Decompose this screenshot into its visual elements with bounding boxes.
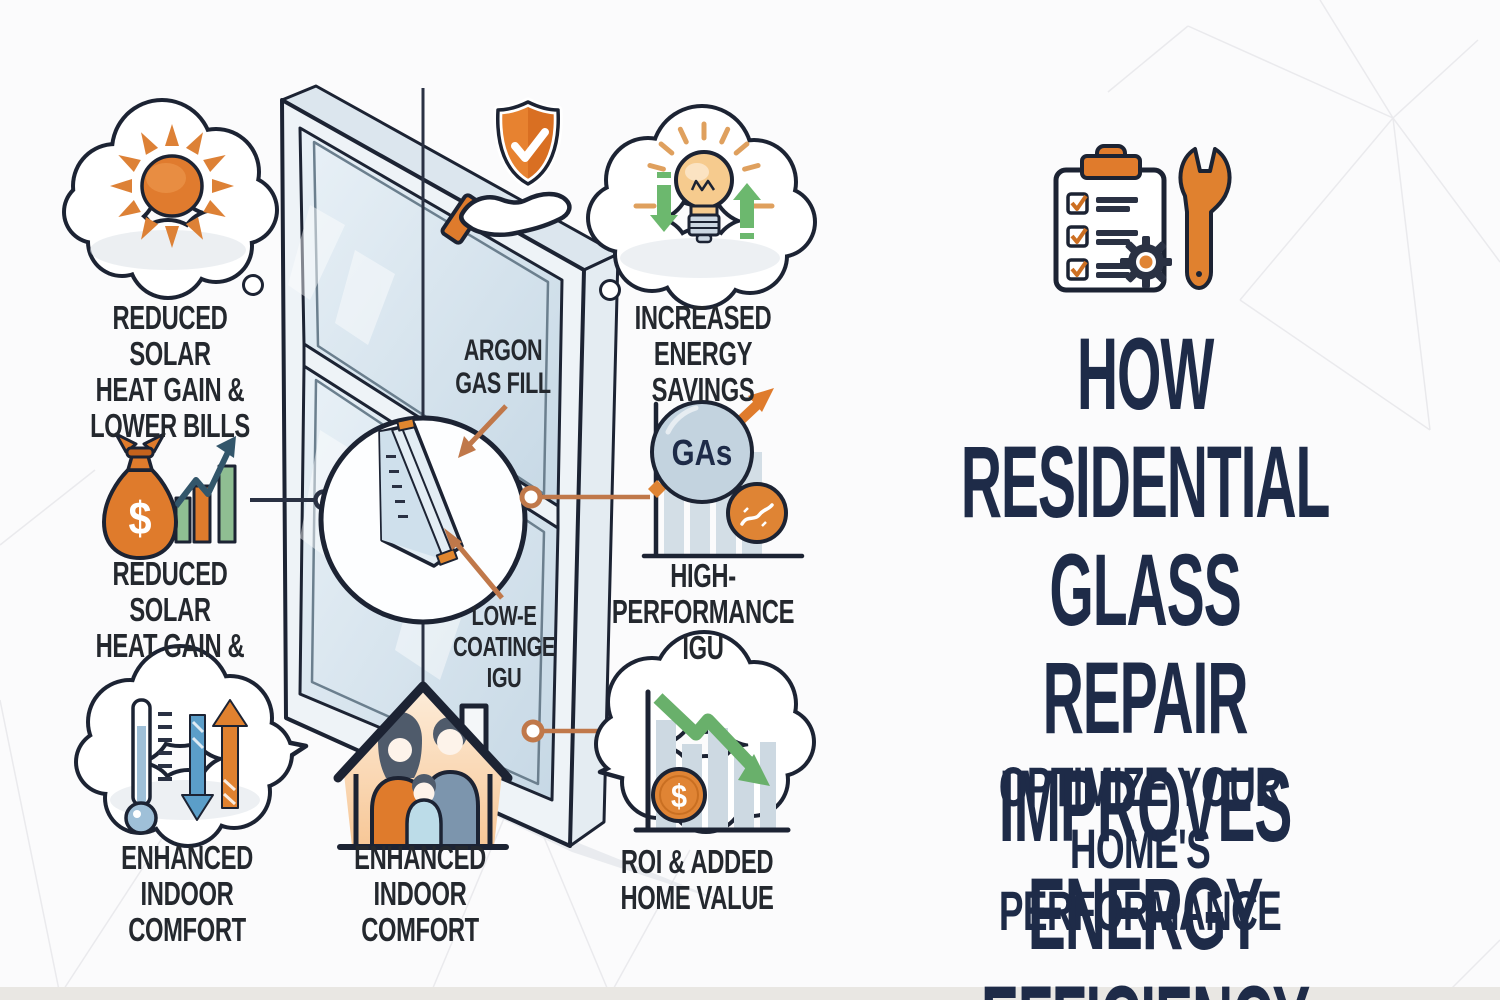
lightbulb-cloud-icon	[586, 104, 817, 310]
hand-icon	[459, 191, 572, 237]
child-figure	[405, 774, 443, 846]
thermometer-icon	[124, 698, 172, 835]
callout-argon-gas-fill: ARGON GAS FILL	[455, 334, 551, 400]
mini-trend-circle	[726, 482, 788, 544]
lightbulb-icon	[633, 124, 775, 244]
igu-cross-section-icon	[378, 417, 464, 568]
connector-node	[519, 485, 543, 509]
page-subtitle: OPTIMIZE YOUR HOME'S PERFORMANCE	[998, 755, 1282, 942]
gear-icon	[1120, 236, 1172, 288]
up-arrow-icon	[212, 699, 248, 809]
money-bag-icon: $	[102, 432, 178, 560]
page-title: HOW RESIDENTIAL GLASS REPAIR IMPROVES EN…	[960, 317, 1331, 1000]
green-up-arrow-icon	[733, 183, 761, 239]
label-reduced-solar-heat: REDUCED SOLAR HEAT GAIN &	[95, 555, 245, 664]
label-enhanced-comfort-left: ENHANCED INDOOR COMFORT	[121, 839, 253, 948]
connector-roi	[521, 719, 604, 743]
growth-arrow-icon	[173, 436, 236, 508]
wrench-icon	[1178, 147, 1232, 290]
sun-icon	[110, 124, 234, 248]
declining-chart-coin-icon: $	[594, 630, 816, 834]
tools-icon-group	[1053, 144, 1232, 293]
decline-arrow-icon	[653, 693, 770, 786]
money-bag-chart-icon: $	[102, 432, 237, 560]
coin-dollar-symbol: $	[671, 779, 687, 815]
shield-hand-icon	[440, 97, 572, 245]
label-enhanced-comfort-center: ENHANCED INDOOR COMFORT	[354, 839, 486, 948]
label-high-performance-igu: HIGH- PERFORMANCE IGU	[611, 557, 795, 666]
label-roi-home-value: ROI & ADDED HOME VALUE	[620, 843, 774, 916]
gas-magnifier-chart-icon: GAs	[641, 388, 805, 559]
label-reduced-solar-bills: REDUCED SOLAR HEAT GAIN & LOWER BILLS	[90, 299, 250, 444]
dollar-symbol: $	[128, 493, 151, 545]
connector-node	[521, 719, 545, 743]
gas-bubble	[650, 400, 754, 504]
label-increased-energy-savings: INCREASED ENERGY SAVINGS	[634, 299, 772, 408]
dollar-coin-icon: $	[651, 767, 707, 823]
callout-low-e-coating: LOW-E COATINGE IGU	[452, 600, 556, 693]
down-arrow-icon	[181, 714, 214, 821]
argon-arrow-icon	[458, 404, 508, 458]
igu-detail-circle	[318, 415, 528, 625]
bar-chart-icon	[174, 464, 237, 544]
connector-gas	[519, 485, 650, 509]
family-figures	[370, 712, 480, 846]
house-family-icon	[333, 681, 513, 850]
gas-bubble-label: GAs	[672, 432, 733, 472]
low-e-arrow-icon	[444, 528, 504, 600]
sun-cloud-icon	[62, 98, 279, 300]
green-down-arrow-icon	[650, 172, 678, 232]
bottom-strip	[0, 987, 1500, 1000]
shield-check-icon	[493, 97, 563, 189]
thermometer-cloud-icon	[74, 644, 309, 848]
